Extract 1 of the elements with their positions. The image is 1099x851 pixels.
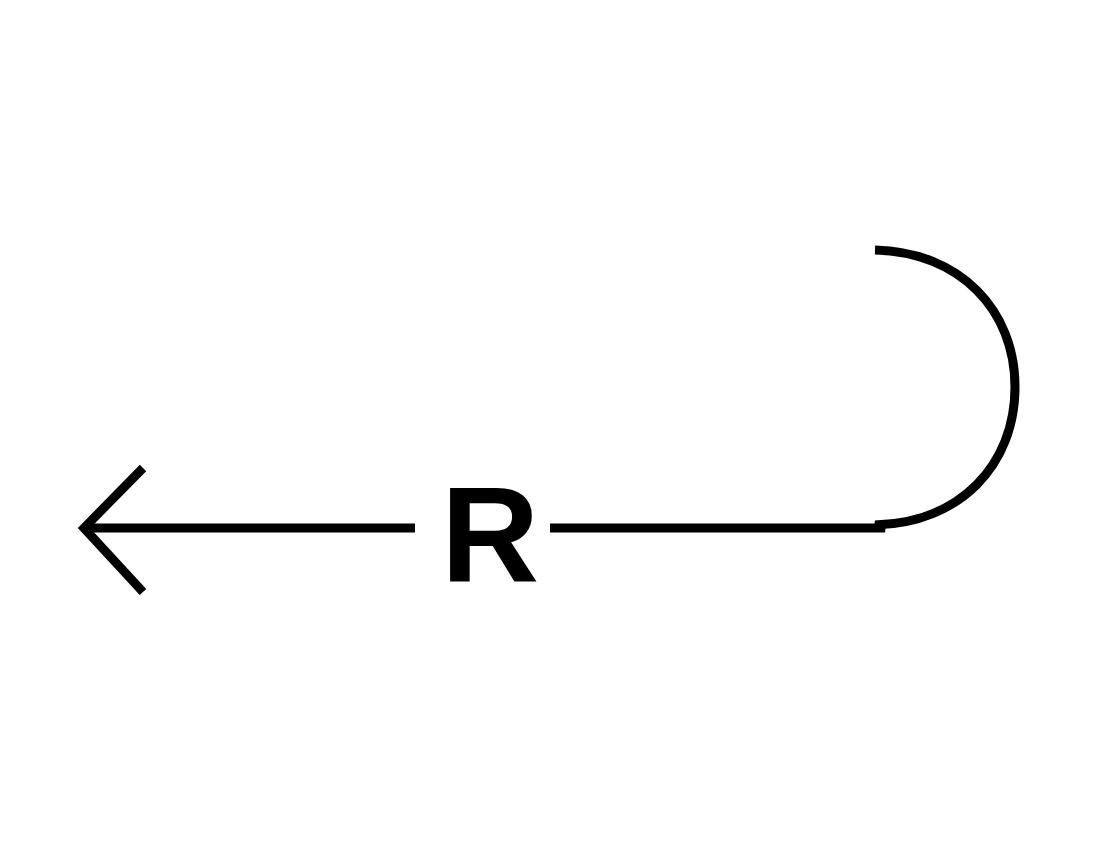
arrow-label: R <box>439 466 541 602</box>
